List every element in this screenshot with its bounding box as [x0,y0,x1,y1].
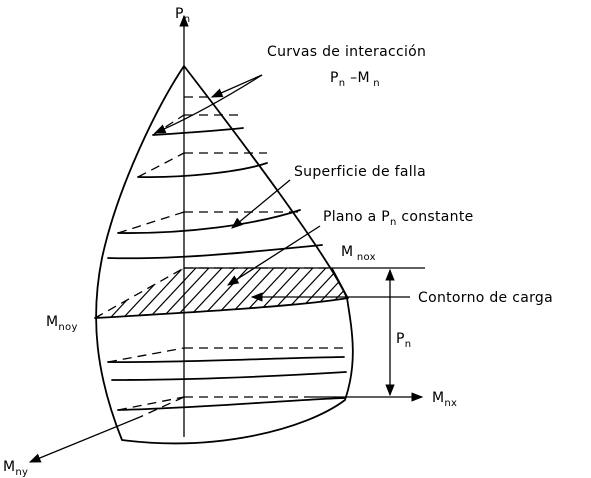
interaction-curves-sublabel: Pn –M n [330,70,380,89]
hatch-line [202,268,274,318]
dashed-construction-lines [94,96,344,411]
load-contour-label: Contorno de carga [418,290,553,306]
hatch-line [95,268,144,318]
hatch-line [189,268,261,318]
surface-outline [95,65,354,445]
mny-axis [28,396,185,463]
hatch-line [345,268,348,318]
hatch-line [254,268,326,318]
constant-plane-label: Plano a Pn constante [323,209,474,228]
hatch-line [267,268,339,318]
mny-axis-label: Mny [3,459,28,478]
hatch-line [215,268,287,318]
hatch-line [241,268,313,318]
hatch-line [137,268,209,318]
pn-dimension-label: Pn [396,331,411,350]
hatch-line [228,268,300,318]
interaction-curves-label: Curvas de interacción [267,44,426,60]
interaction-curves [94,127,349,411]
hatch-line [150,268,222,318]
hatch-line [280,268,348,318]
pn-dimension [332,267,425,397]
hatch-line [176,268,248,318]
mnx-axis-label: Mnx [432,390,457,409]
hatch-line [98,268,170,318]
mnoy-label: Mnoy [46,314,78,333]
hatch-line [163,268,235,318]
hatch-line [111,268,183,318]
failure-surface-label: Superficie de falla [294,164,426,180]
hatch-line [319,268,348,318]
hatch-line [306,268,348,318]
mnox-label: M nox [341,244,376,263]
hatched-load-plane [95,267,349,318]
leader-arrows [153,74,410,302]
pn-axis-label: Pn [175,6,190,25]
